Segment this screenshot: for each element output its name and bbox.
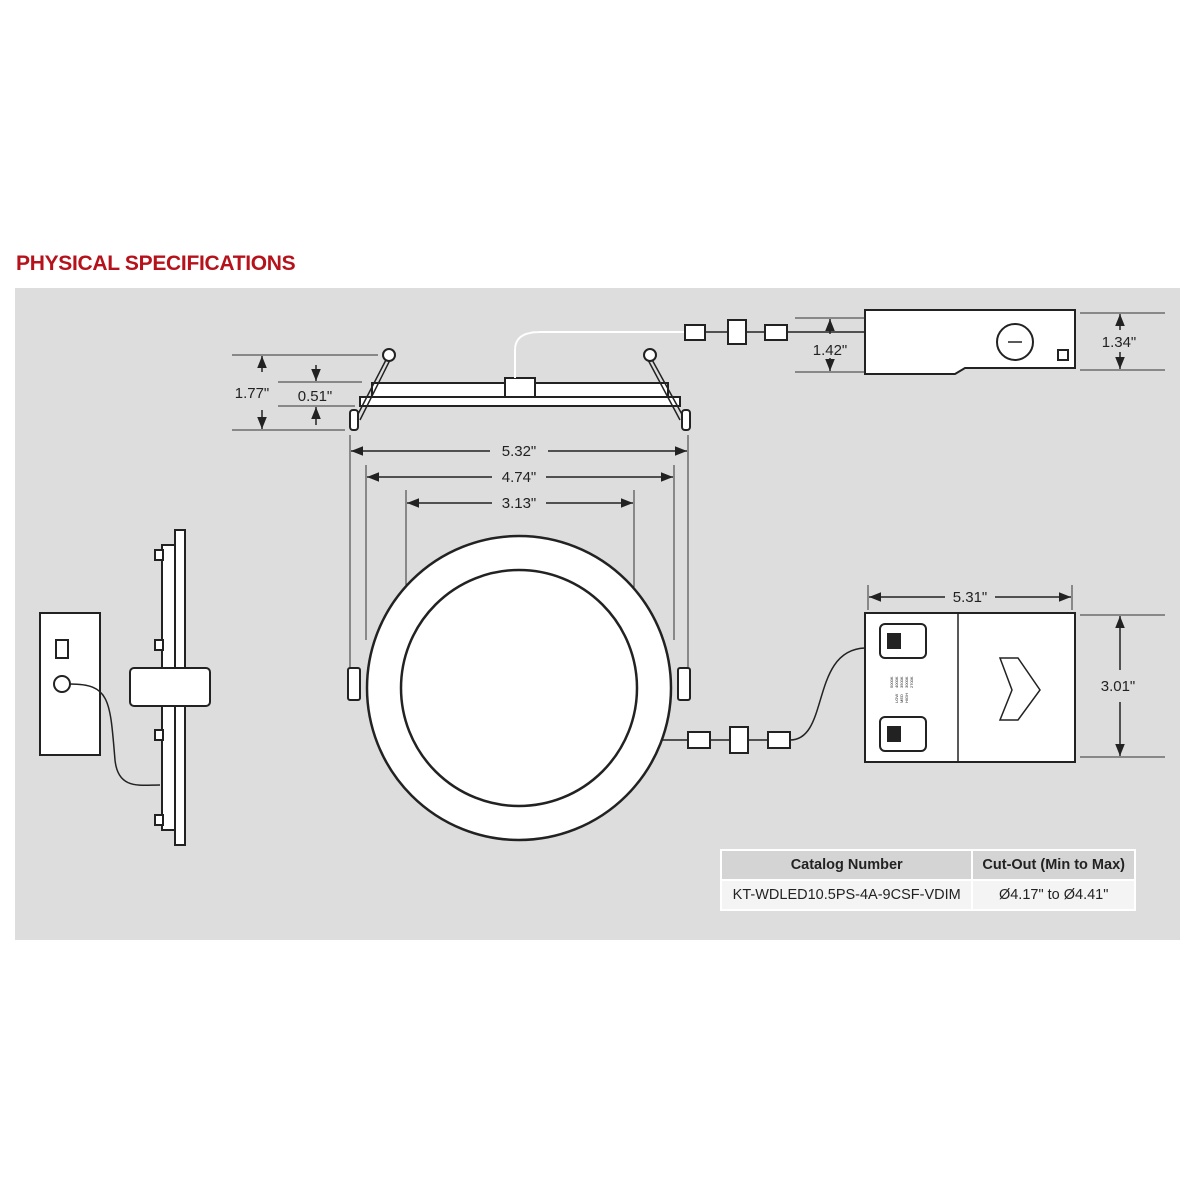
dimension-aperture: 3.13" xyxy=(405,490,635,660)
cct-label: 2700K xyxy=(909,676,914,688)
dimension-connector-height: 1.42" xyxy=(795,317,865,373)
power-label: MED xyxy=(899,694,904,703)
dimension-driver-height: 1.34" xyxy=(1080,312,1165,371)
driver-top-view: 5000K 4000K 3500K 3000K 2700K LOW MED HI… xyxy=(864,612,1076,763)
dim-label: 5.31" xyxy=(953,589,988,606)
table-row: KT-WDLED10.5PS-4A-9CSF-VDIM Ø4.17" to Ø4… xyxy=(719,879,1136,911)
dim-label: 1.34" xyxy=(1102,334,1137,351)
svg-text:5000K: 5000K xyxy=(889,676,894,688)
dim-label: 3.13" xyxy=(502,495,537,512)
dim-label: 0.51" xyxy=(298,388,333,405)
cct-label: 3500K xyxy=(899,676,904,688)
fixture-side-view xyxy=(349,319,865,431)
cutout-cell: Ø4.17" to Ø4.41" xyxy=(971,879,1136,911)
column-header: Cut-Out (Min to Max) xyxy=(971,849,1136,881)
dimension-driver-length: 5.31" xyxy=(867,585,1073,610)
catalog-number-cell: KT-WDLED10.5PS-4A-9CSF-VDIM xyxy=(719,879,974,911)
section-title: PHYSICAL SPECIFICATIONS xyxy=(16,252,296,275)
cct-label: 3000K xyxy=(904,676,909,688)
fixture-left-side-view xyxy=(39,529,211,846)
dim-label: 4.74" xyxy=(502,469,537,486)
dim-label: 5.32" xyxy=(502,443,537,460)
dimension-fixture-height: 1.77" xyxy=(232,354,378,431)
dimension-spring-span: 4.74" xyxy=(365,465,675,640)
dim-label: 1.42" xyxy=(813,342,848,359)
catalog-table: Catalog Number Cut-Out (Min to Max) KT-W… xyxy=(719,849,1136,911)
fixture-front-view xyxy=(347,534,866,842)
cct-label: 5000K xyxy=(889,676,894,688)
power-label: LOW xyxy=(894,694,899,703)
dimension-overall-diameter: 5.32" xyxy=(349,435,689,668)
column-header: Catalog Number xyxy=(719,849,974,881)
dimension-plate-height: 0.51" xyxy=(278,365,362,425)
cct-label: 4000K xyxy=(894,676,899,688)
table-header-row: Catalog Number Cut-Out (Min to Max) xyxy=(719,849,1136,881)
power-label: HIGH xyxy=(904,693,909,703)
dim-label: 1.77" xyxy=(235,385,270,402)
driver-side-view xyxy=(864,309,1076,375)
dim-label: 3.01" xyxy=(1101,678,1136,695)
dimension-driver-width: 3.01" xyxy=(1080,614,1165,758)
